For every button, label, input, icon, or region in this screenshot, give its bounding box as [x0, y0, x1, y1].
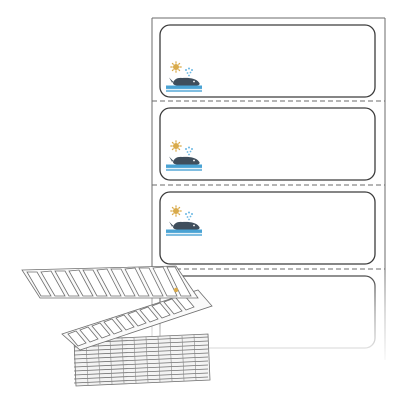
stack-middle-panel: [61, 289, 213, 351]
stack-top-panel: [21, 265, 199, 299]
label-2: [159, 107, 376, 181]
label-1: [159, 24, 376, 98]
fanfold-stack-icon: [21, 265, 213, 387]
label-3: [159, 191, 376, 265]
